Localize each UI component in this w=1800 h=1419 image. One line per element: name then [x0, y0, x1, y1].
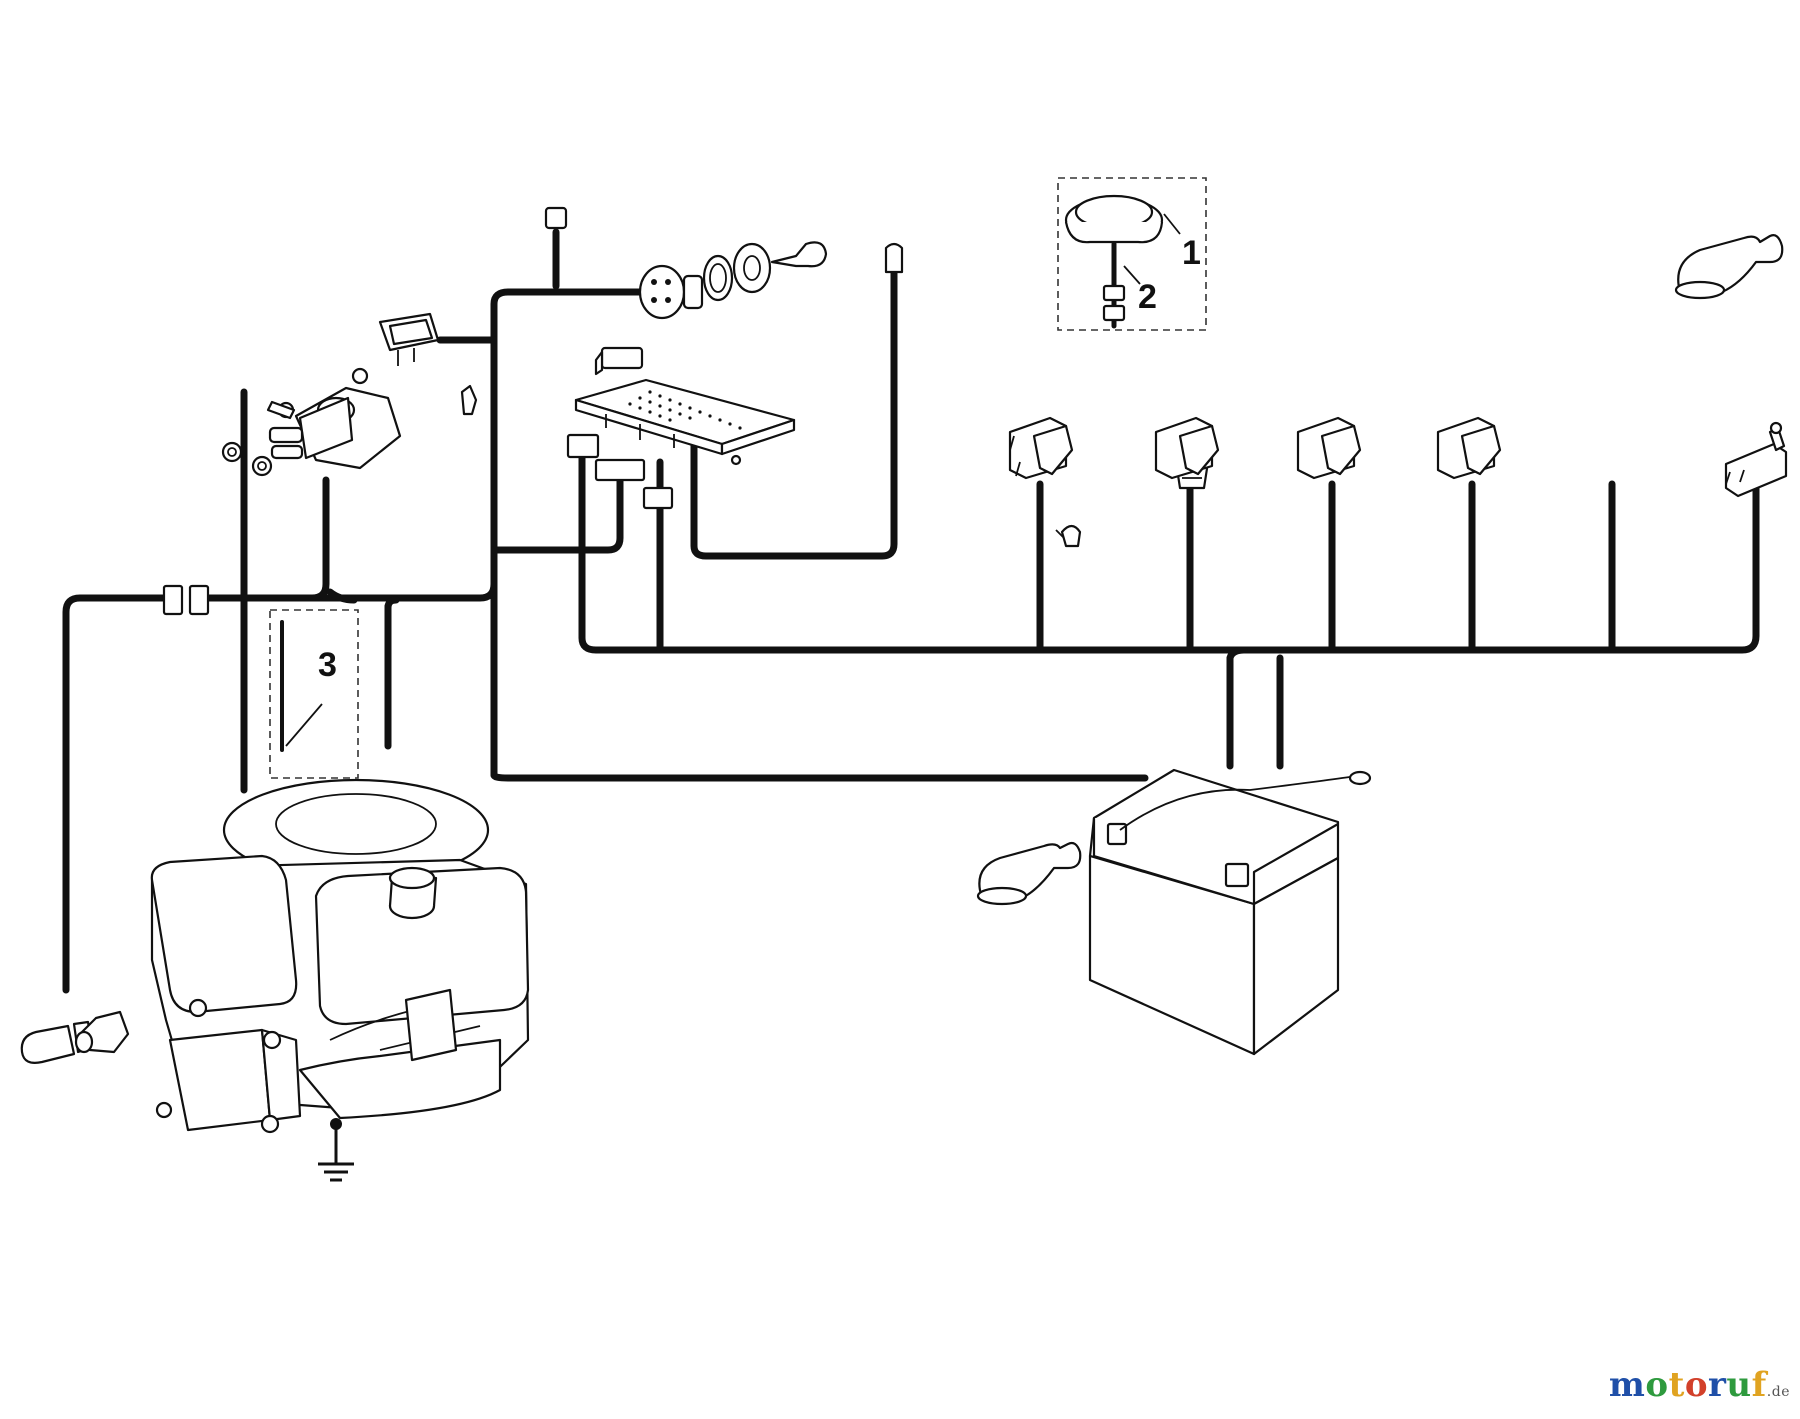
safety-switch-1: [1008, 416, 1074, 480]
battery-terminal-boot: [1674, 234, 1784, 300]
control-board: [574, 346, 796, 466]
callout-3-box: [269, 609, 359, 779]
battery: [1088, 768, 1372, 1056]
bulb-and-socket: [20, 1010, 130, 1064]
logo-tld: .de: [1766, 1384, 1790, 1400]
starter-solenoid: [221, 367, 402, 477]
callout-1: 1: [1182, 234, 1201, 272]
logo-letter: m: [1608, 1365, 1646, 1405]
safety-switch-3: [1296, 416, 1362, 480]
engine: [150, 778, 530, 1182]
horn-callout-group: [1057, 177, 1207, 331]
inline-connectors: [162, 206, 904, 616]
logo-letter: o: [1645, 1365, 1669, 1405]
battery-terminal-boot-2: [976, 841, 1082, 906]
logo-letter: o: [1684, 1365, 1708, 1405]
logo-letter: r: [1708, 1365, 1727, 1405]
ignition-switch: [638, 241, 828, 320]
small-clip-2: [1055, 524, 1082, 548]
micro-switch: [1724, 421, 1788, 498]
callout-2: 2: [1138, 278, 1157, 316]
logo-letter: f: [1751, 1365, 1767, 1405]
clip: [460, 384, 478, 416]
logo-wordmark: motoruf: [1609, 1365, 1767, 1405]
safety-switch-2: [1154, 416, 1220, 480]
motoruf-logo: motoruf.de: [1609, 1365, 1790, 1405]
callout-3: 3: [318, 646, 337, 684]
logo-letter: t: [1668, 1365, 1685, 1405]
rocker-switch: [378, 312, 440, 366]
logo-letter: u: [1726, 1365, 1752, 1405]
safety-switch-4: [1436, 416, 1502, 480]
wiring-harness: [62, 228, 1760, 994]
